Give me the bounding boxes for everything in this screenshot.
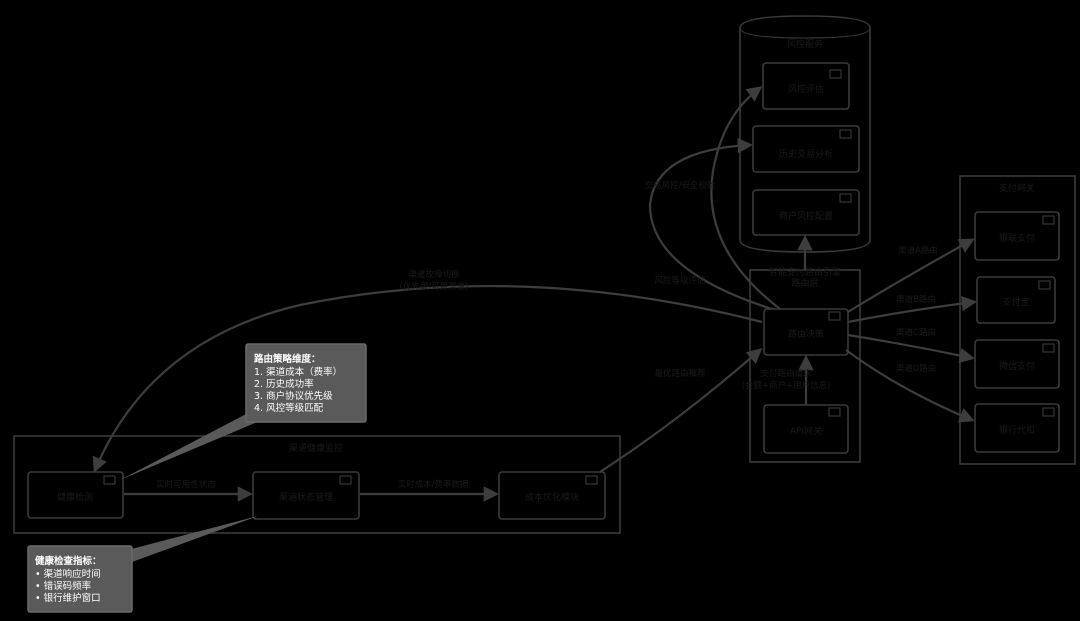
node-api-gateway-label: API网关: [790, 425, 822, 437]
edges: [92, 86, 978, 502]
note-strategy-item: 4. 风控等级匹配: [254, 402, 324, 414]
health-monitor-group: 渠道健康监控: [13, 435, 621, 534]
note-strategy-item: 2. 历史成功率: [254, 378, 314, 390]
edge-fallback: [92, 284, 763, 473]
edge-label-b: 渠道B路由: [896, 294, 936, 305]
note-strategy-item: 1. 渠道成本（费率）: [254, 366, 342, 378]
risk-service-label: 风控服务: [787, 38, 823, 50]
node-merchant-config-label: 商户风控配置: [779, 210, 833, 222]
edge-label-optimal: 最优路由推荐: [654, 368, 706, 379]
routing-engine-group: 智能支付路由引擎 路由层: [749, 266, 861, 463]
note-strategy-item: 3. 商户协议优先级: [254, 390, 333, 402]
health-monitor-label: 渠道健康监控: [289, 442, 343, 454]
edge-label-d: 渠道D路由: [896, 363, 937, 374]
edge-optimal: [599, 347, 763, 473]
edge-label-a: 渠道A路由: [898, 245, 938, 256]
edge-risk-check-2: [648, 137, 773, 311]
node-history-analysis-label: 历史交易分析: [779, 148, 833, 160]
edge-to-gateway-c: [847, 333, 976, 364]
note-health: 健康检查指标： • 渠道响应时间 • 错误码频率 • 银行维护窗口: [27, 516, 258, 613]
risk-service-group: 风控服务: [739, 15, 871, 253]
edge-label-risk-check: 交易风控/安全校验: [645, 180, 716, 191]
edge-to-gateway-d: [845, 349, 975, 423]
note-health-item: • 银行维护窗口: [35, 592, 101, 604]
node-history-analysis[interactable]: 历史交易分析: [752, 125, 860, 173]
node-gateway-a-label: 银联支付: [999, 232, 1035, 244]
edge-label-cost-data: 实时成本/费率数据: [398, 479, 469, 490]
edge-label-c: 渠道C路由: [896, 327, 936, 338]
node-gateway-b-label: 支付宝: [1002, 296, 1029, 308]
note-health-item: • 渠道响应时间: [35, 568, 101, 580]
node-gateway-a[interactable]: 银联支付: [974, 211, 1060, 261]
node-risk-score-label: 风控评估: [788, 83, 824, 95]
edge-label-fallback-1: 渠道故障切换: [408, 269, 460, 280]
payment-gateway-group: 支付网关: [959, 175, 1076, 465]
payment-gateway-label: 支付网关: [999, 182, 1035, 194]
edge-to-gateway-b: [847, 295, 978, 324]
node-gateway-d-label: 银行代扣: [999, 424, 1035, 436]
node-routing-decision[interactable]: 路由决策: [763, 308, 849, 356]
edge-label-route-req-1: 支付路由请求: [760, 368, 812, 379]
node-api-gateway[interactable]: API网关: [763, 404, 849, 454]
edge-label-channel-health: 实时可用性状态: [156, 479, 216, 490]
node-risk-score[interactable]: 风控评估: [762, 62, 850, 110]
note-strategy-title: 路由策略维度：: [254, 353, 321, 365]
routing-engine-label-1: 智能支付路由引擎: [769, 266, 841, 278]
note-strategy: 路由策略维度： 1. 渠道成本（费率） 2. 历史成功率 3. 商户协议优先级 …: [120, 343, 367, 480]
node-routing-decision-label: 路由决策: [788, 328, 824, 340]
node-gateway-c-label: 微信支付: [999, 360, 1035, 372]
node-gateway-d[interactable]: 银行代扣: [974, 403, 1060, 453]
node-merchant-config[interactable]: 商户风控配置: [752, 189, 860, 236]
node-gateway-c[interactable]: 微信支付: [974, 339, 1060, 389]
edge-risk-check: [710, 86, 781, 310]
note-health-title: 健康检查指标：: [35, 555, 102, 567]
node-cost-optimizer-label: 成本优化模块: [525, 491, 579, 503]
node-channel-status-label: 渠道状态管理: [279, 491, 333, 503]
node-gateway-b[interactable]: 支付宝: [976, 276, 1056, 324]
note-health-item: • 错误码频率: [35, 580, 92, 592]
node-health-check-label: 健康检测: [57, 491, 93, 503]
edge-label-route-req-2: (金额+商户+用户信息): [742, 380, 831, 391]
edge-label-fallback-2: (优先级/可用渠道): [400, 281, 469, 292]
node-cost-optimizer[interactable]: 成本优化模块: [498, 471, 606, 520]
edge-to-gateway-a: [847, 238, 975, 313]
routing-engine-label-2: 路由层: [791, 277, 818, 289]
node-health-check[interactable]: 健康检测: [27, 471, 124, 519]
node-channel-status[interactable]: 渠道状态管理: [252, 471, 360, 520]
edge-labels: 渠道A路由 渠道B路由 渠道C路由 渠道D路由 交易风控/安全校验 风险等级评估…: [156, 180, 938, 490]
edge-label-risk-result: 风险等级评估: [654, 275, 706, 286]
